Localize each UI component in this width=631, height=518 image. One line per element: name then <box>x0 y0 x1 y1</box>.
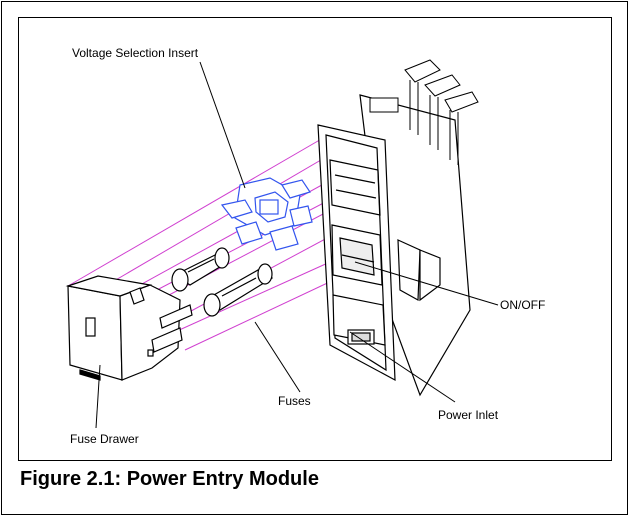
leader-lines <box>95 61 499 429</box>
module-body <box>317 94 471 397</box>
label-voltage-selection-insert: Voltage Selection Insert <box>72 46 199 60</box>
fuse-upper <box>171 247 230 292</box>
figure-frame <box>18 17 612 461</box>
label-fuses: Fuses <box>278 394 311 408</box>
fuse-lower <box>203 263 274 317</box>
voltage-selection-insert <box>220 177 313 251</box>
fuse-drawer <box>65 275 193 381</box>
label-fuse-drawer: Fuse Drawer <box>70 432 139 446</box>
figure-caption: Figure 2.1: Power Entry Module <box>20 468 319 490</box>
label-power-inlet: Power Inlet <box>438 408 499 422</box>
label-on-off: ON/OFF <box>500 298 545 312</box>
fuses <box>171 247 274 317</box>
solder-tabs <box>369 59 479 165</box>
